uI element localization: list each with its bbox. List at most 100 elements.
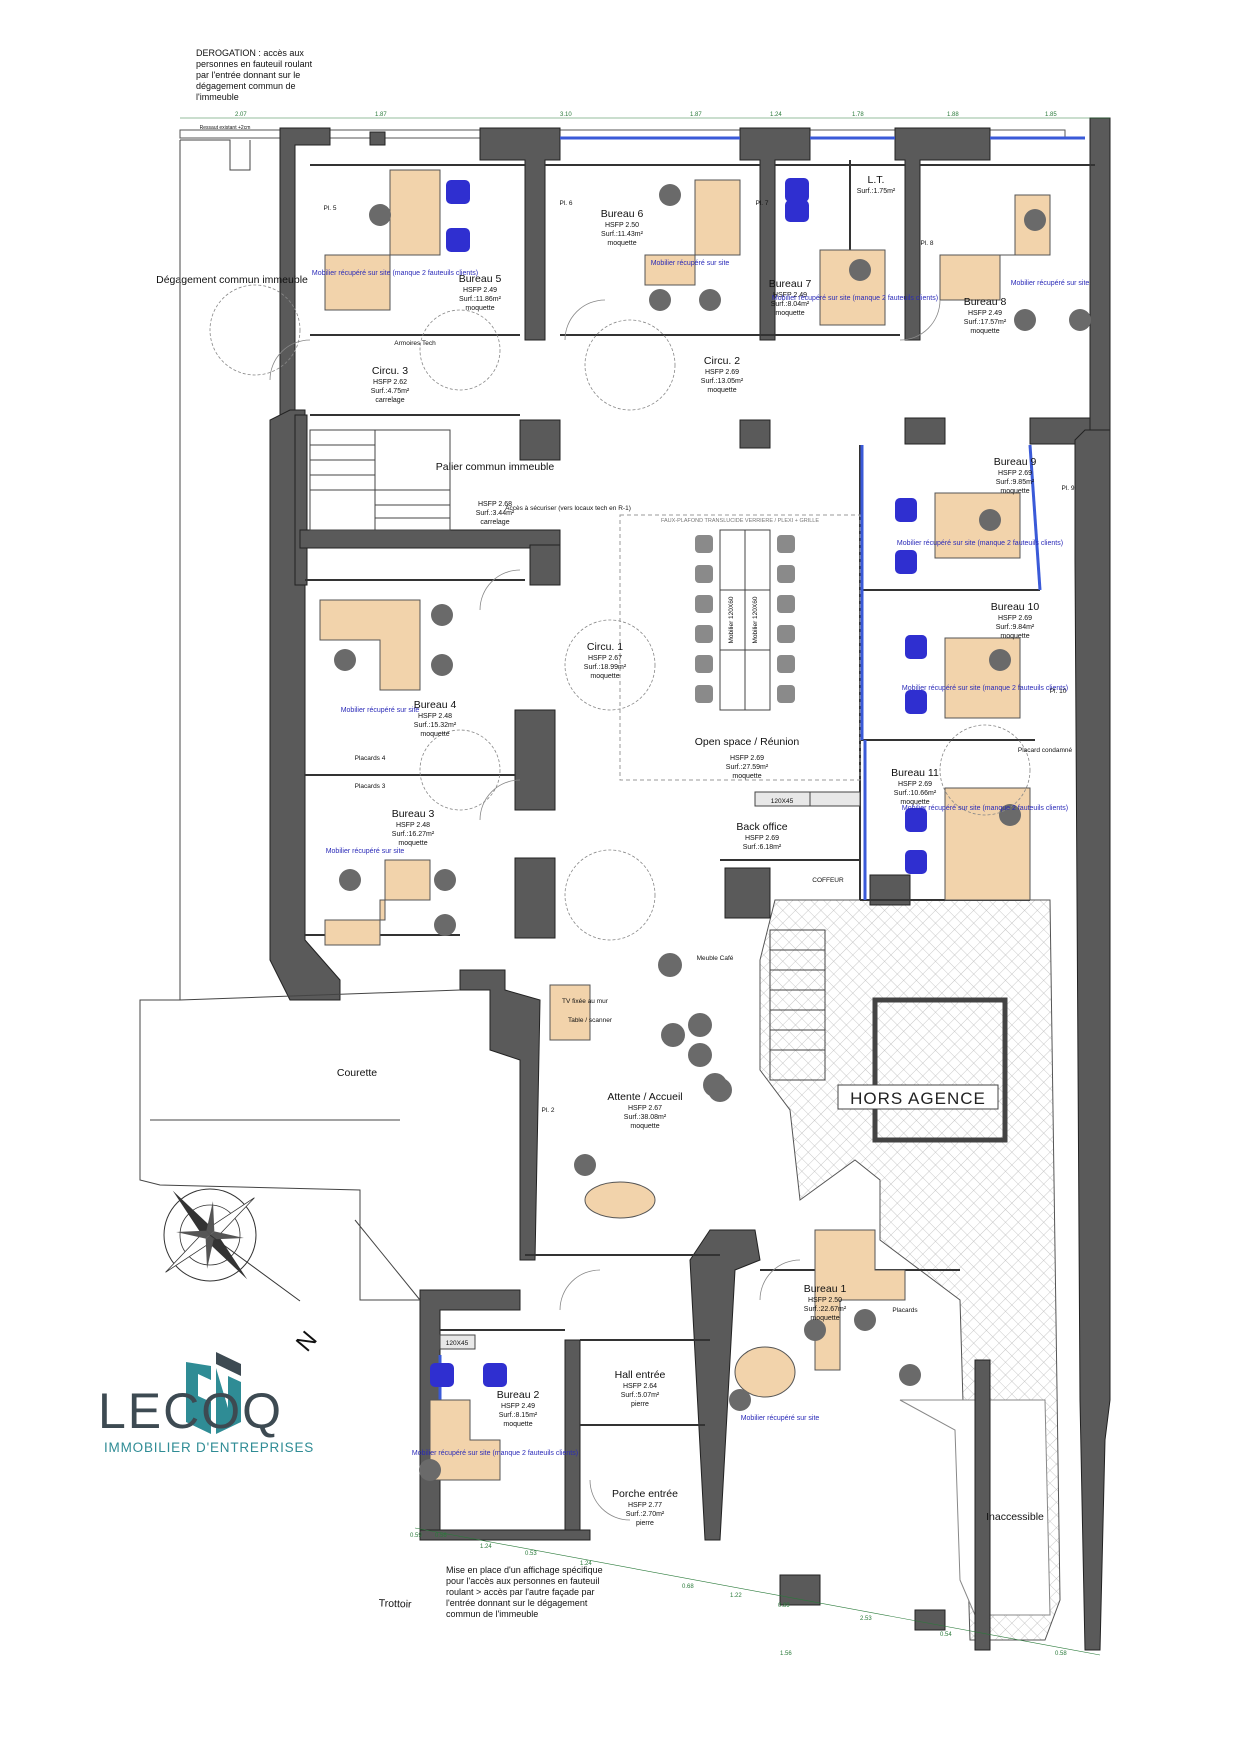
room-bureau2-name: Bureau 2	[497, 1389, 540, 1401]
svg-text:HSFP 2.69: HSFP 2.69	[745, 835, 779, 842]
svg-text:Surf.:2.70m²: Surf.:2.70m²	[626, 1511, 665, 1518]
room-lt-name: L.T.	[868, 174, 885, 186]
svg-text:Surf.:15.32m²: Surf.:15.32m²	[414, 722, 457, 729]
svg-text:Surf.:4.75m²: Surf.:4.75m²	[371, 388, 410, 395]
dim-top-0: 2.07	[235, 112, 247, 118]
svg-text:HSFP 2.49: HSFP 2.49	[968, 310, 1002, 317]
svg-text:moquette: moquette	[465, 305, 494, 312]
compass-rose: N	[163, 1188, 323, 1357]
svg-text:moquette: moquette	[398, 840, 427, 847]
room-circu2-name: Circu. 2	[704, 355, 740, 367]
room-bureau6-name: Bureau 6	[601, 208, 644, 220]
svg-text:HSFP 2.50: HSFP 2.50	[808, 1297, 842, 1304]
room-bureau8-name: Bureau 8	[964, 296, 1007, 308]
label-armoires: Armoires Tech	[394, 340, 436, 347]
room-openspace-name: Open space / Réunion	[695, 736, 800, 748]
room-palier-name: Palier commun immeuble	[436, 461, 555, 473]
svg-text:Surf.:13.05m²: Surf.:13.05m²	[701, 378, 744, 385]
outside-labels: Dégagement commun immeuble Courette Trot…	[156, 274, 1044, 1611]
room-circu1-name: Circu. 1	[587, 641, 623, 653]
svg-text:moquette: moquette	[503, 1421, 532, 1428]
svg-text:Surf.:3.44m²: Surf.:3.44m²	[476, 510, 515, 517]
svg-text:moquette: moquette	[775, 310, 804, 317]
svg-text:moquette: moquette	[707, 387, 736, 394]
dim-top-3: 1.87	[690, 112, 702, 118]
small-labels: Armoires Tech Placards 4 Placards 3 Plac…	[323, 200, 1074, 1347]
svg-text:HSFP 2.77: HSFP 2.77	[628, 1502, 662, 1509]
note-bureau5: Mobilier récupéré sur site (manque 2 fau…	[312, 270, 478, 277]
dim-top-7: 1.85	[1045, 112, 1057, 118]
svg-text:Surf.:8.15m²: Surf.:8.15m²	[499, 1412, 538, 1419]
note-bureau10: Mobilier récupéré sur site (manque 2 fau…	[902, 685, 1068, 692]
room-circu3-name: Circu. 3	[372, 365, 408, 377]
svg-text:Surf.:18.99m²: Surf.:18.99m²	[584, 664, 627, 671]
label-coffeur: COFFEUR	[812, 877, 844, 884]
blue-chairs	[430, 178, 927, 1387]
label-meeting-table-b: Mobilier 120X60	[752, 596, 759, 643]
room-bureau3-name: Bureau 3	[392, 808, 435, 820]
dim-bottom-4: 1.24	[580, 1561, 592, 1567]
label-meuble-cafe: Meuble Café	[697, 955, 734, 962]
room-bureau1-name: Bureau 1	[804, 1283, 847, 1295]
svg-text:moquette: moquette	[900, 799, 929, 806]
dim-bottom-1: 0.56	[435, 1533, 447, 1539]
svg-text:moquette: moquette	[420, 731, 449, 738]
affichage-note: Mise en place d'un affichage spécifique …	[446, 1565, 603, 1619]
stairs	[309, 429, 826, 1081]
label-inaccessible: Inaccessible	[986, 1511, 1044, 1523]
dim-bottom-3: 0.53	[525, 1551, 537, 1557]
dim-top-4: 1.24	[770, 112, 782, 118]
room-bureau7-name: Bureau 7	[769, 278, 812, 290]
svg-text:HSFP 2.69: HSFP 2.69	[998, 615, 1032, 622]
svg-text:HSFP 2.64: HSFP 2.64	[623, 1383, 657, 1390]
label-pl8: Pl. 8	[920, 240, 933, 247]
svg-text:HSFP 2.67: HSFP 2.67	[628, 1105, 662, 1112]
label-meeting-table-a: Mobilier 120X60	[728, 596, 735, 643]
plan-notes: Accès à sécuriser (vers locaux tech en R…	[200, 125, 820, 524]
label-trottoir: Trottoir	[378, 1597, 412, 1610]
label-degagement: Dégagement commun immeuble	[156, 274, 308, 286]
svg-text:HSFP 2.68: HSFP 2.68	[478, 501, 512, 508]
label-pl5: Pl. 5	[323, 205, 336, 212]
svg-text:Surf.:1.75m²: Surf.:1.75m²	[857, 188, 896, 195]
svg-text:carrelage: carrelage	[375, 397, 404, 404]
svg-text:moquette: moquette	[590, 673, 619, 680]
dim-bottom-11: 0.58	[1055, 1651, 1067, 1657]
svg-text:moquette: moquette	[1000, 633, 1029, 640]
dim-top-2: 3.10	[560, 112, 572, 118]
room-bureau5-name: Bureau 5	[459, 273, 502, 285]
svg-text:Surf.:8.04m²: Surf.:8.04m²	[771, 301, 810, 308]
svg-text:HSFP 2.62: HSFP 2.62	[373, 379, 407, 386]
faux-plafond-zone	[619, 514, 861, 781]
svg-text:HSFP 2.69: HSFP 2.69	[998, 470, 1032, 477]
svg-text:moquette: moquette	[732, 773, 761, 780]
room-bureau4-name: Bureau 4	[414, 699, 457, 711]
label-placards3: Placards 3	[355, 783, 386, 790]
note-bureau9: Mobilier récupéré sur site (manque 2 fau…	[897, 540, 1063, 547]
note-bureau8: Mobilier récupéré sur site	[1011, 280, 1090, 287]
logo-mark	[186, 1352, 241, 1434]
svg-text:HSFP 2.49: HSFP 2.49	[501, 1403, 535, 1410]
meeting-table	[719, 529, 771, 711]
compass-north-label: N	[291, 1326, 323, 1357]
svg-text:HSFP 2.48: HSFP 2.48	[418, 713, 452, 720]
label-courette: Courette	[337, 1067, 377, 1079]
label-pl7: Pl. 7	[755, 200, 768, 207]
svg-text:Surf.:11.86m²: Surf.:11.86m²	[459, 296, 502, 303]
label-back-unit: 120X45	[771, 798, 794, 805]
label-pl6: Pl. 6	[559, 200, 572, 207]
room-porche-name: Porche entrée	[612, 1488, 678, 1500]
top-dimension-line: 2.07 1.87 3.10 1.87 1.24 1.78 1.88 1.85	[180, 112, 1110, 119]
svg-text:moquette: moquette	[630, 1123, 659, 1130]
svg-text:Surf.:38.08m²: Surf.:38.08m²	[624, 1114, 667, 1121]
logo-wordmark: LECOQ	[98, 1383, 284, 1439]
svg-text:Surf.:9.85m²: Surf.:9.85m²	[996, 479, 1035, 486]
label-tv: TV fixée au mur	[562, 998, 609, 1005]
dim-top-1: 1.87	[375, 112, 387, 118]
svg-text:Surf.:11.43m²: Surf.:11.43m²	[601, 231, 644, 238]
dim-bottom-10: 1.56	[780, 1651, 792, 1657]
label-pl9: Pl. 9	[1061, 485, 1074, 492]
logo-subtitle: IMMOBILIER D'ENTREPRISES	[104, 1440, 315, 1455]
note-bureau1: Mobilier récupéré sur site	[741, 1415, 820, 1422]
svg-text:HSFP 2.69: HSFP 2.69	[705, 369, 739, 376]
